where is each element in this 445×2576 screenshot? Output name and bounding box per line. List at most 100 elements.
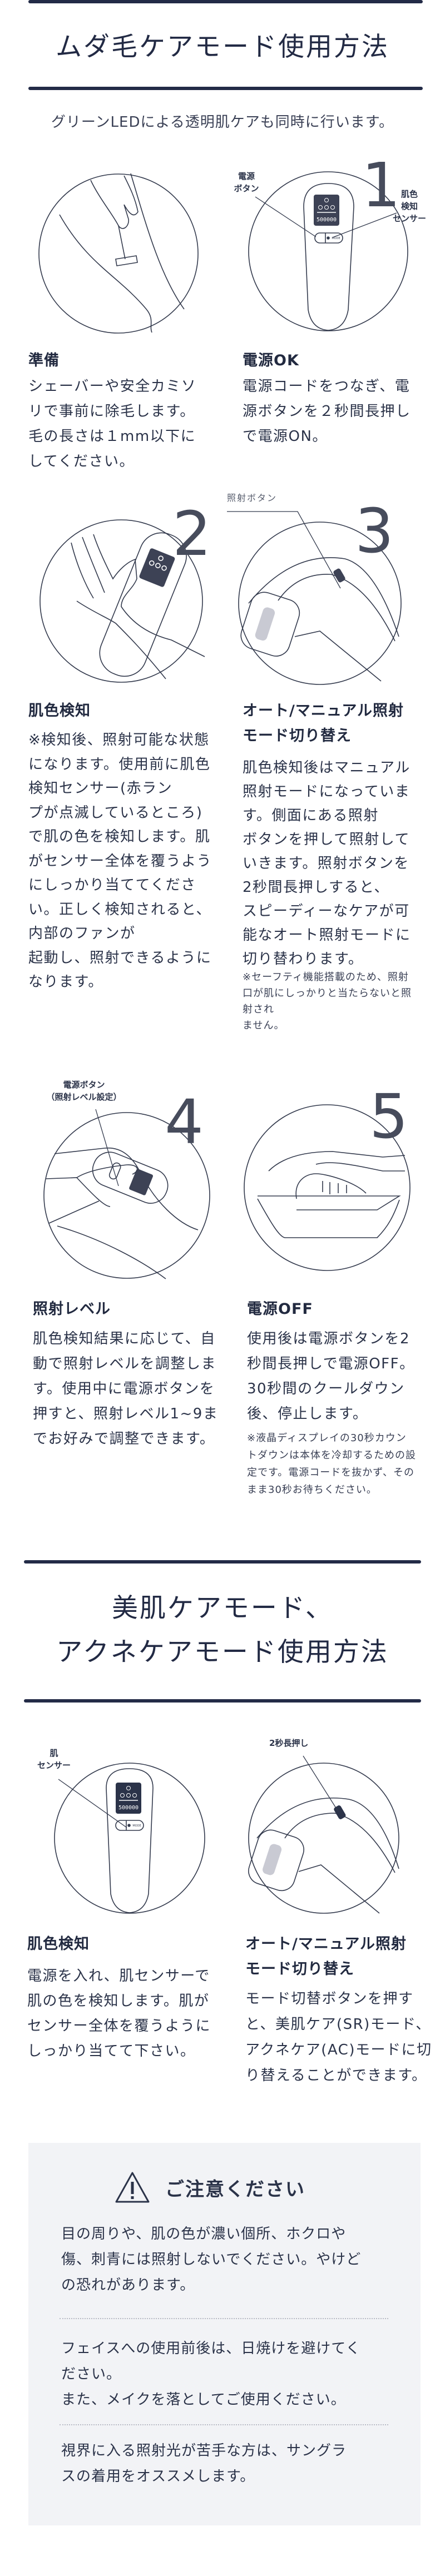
text-line: がセンサー全体を覆うよう — [28, 852, 212, 870]
illustration-circle — [43, 1112, 210, 1279]
illustration-circle — [248, 1763, 399, 1914]
text-line: 肌色検知結果に応じて、自 — [33, 1331, 216, 1347]
text-line: ません。 — [243, 1020, 285, 1031]
text-line: 検知 — [400, 201, 418, 211]
step-number: 2 — [172, 498, 211, 569]
side-button-illustration — [248, 1763, 399, 1914]
text-line: す。側面にある照射 — [243, 807, 379, 824]
step-body: 肌色検知後はマニュアル照射モードになっています。側面にある照射ボタンを押して照射… — [243, 756, 411, 971]
text-line: 電源ボタン — [63, 1080, 105, 1090]
text-line: 電源 — [238, 171, 255, 181]
skin-sensor-label: 肌色検知センサー — [387, 188, 432, 225]
text-line: 肌色検知 — [28, 702, 91, 719]
section-divider — [24, 1699, 421, 1703]
text-line: 照射モードになっていま — [243, 783, 411, 800]
power-button-label: 電源ボタン — [233, 170, 260, 195]
text-line: 2秒間長押しすると、 — [243, 879, 389, 896]
caution-item: 視界に入る照射光が苦手な方は、サングラスの着用をオススメします。 — [61, 2438, 347, 2489]
text-line: と、美肌ケア(SR)モード、 — [245, 2016, 431, 2033]
mode-button-label: MODE — [332, 237, 340, 240]
step-heading: オート/マニュアル照射モード切り替え — [245, 1932, 407, 1982]
text-line: 電源OK — [243, 352, 299, 369]
text-line: でお好みで調整できます。 — [33, 1431, 215, 1447]
power-button-level-label: 電源ボタン（照射レベル設定） — [37, 1079, 131, 1103]
text-line: 肌 — [50, 1748, 58, 1758]
divider — [60, 2318, 388, 2319]
text-line: ※セーフティ機能搭載のため、照射 — [243, 971, 409, 983]
step-note: ※セーフティ機能搭載のため、照射口が肌にしっかりと当たらないと照射されません。 — [243, 969, 412, 1034]
step-heading: 電源OK — [243, 348, 299, 373]
text-line: 使用後は電源ボタンを2 — [247, 1331, 411, 1347]
device-front-illustration: 500000 MODE — [54, 1763, 205, 1914]
text-line: 肌色 — [400, 189, 418, 199]
text-line: トダウンは本体を冷却するための設 — [247, 1450, 416, 1461]
text-line: なります。 — [28, 974, 103, 990]
text-line: センサー全体を覆うように — [27, 2018, 211, 2034]
text-line: オート/マニュアル照射 — [243, 702, 404, 719]
caution-item: フェイスへの使用前後は、日焼けを避けてください。また、メイクを落としてご使用くだ… — [61, 2336, 360, 2413]
text-line: で肌の色を検知します。肌 — [28, 828, 211, 845]
text-line: スの着用をオススメします。 — [61, 2468, 255, 2485]
text-line: い。正しく検知されると、 — [28, 901, 211, 918]
caution-item: 目の周りや、肌の色が濃い個所、ホクロや傷、刺青には照射しないでください。やけどの… — [61, 2221, 361, 2298]
text-line: 電源OFF — [247, 1301, 313, 1318]
text-line: ※検知後、照射可能な状態 — [28, 732, 210, 748]
text-line: いきます。照射ボタンを — [243, 855, 409, 872]
step-heading: 電源OFF — [247, 1297, 313, 1322]
illustration-circle — [39, 519, 203, 683]
text-line: 照射レベル — [33, 1301, 111, 1318]
step-heading: 肌色検知 — [28, 698, 91, 723]
text-line: の恐れがあります。 — [61, 2277, 195, 2294]
text-line: まま30秒お待ちください。 — [247, 1484, 377, 1496]
illustration-circle — [248, 171, 408, 331]
text-line: スピーディーなケアが可 — [243, 903, 410, 920]
step-body: 電源を入れ、肌センサーで肌の色を検知します。肌がセンサー全体を覆うようにしっかり… — [27, 1964, 211, 2064]
text-line: また、メイクを落としてご使用ください。 — [61, 2391, 346, 2408]
section-divider — [28, 0, 423, 3]
text-line: 切り替わります。 — [243, 951, 364, 967]
caution-title: ご注意ください — [165, 2178, 305, 2201]
text-line: 目の周りや、肌の色が濃い個所、ホクロや — [61, 2226, 347, 2242]
text-line: モード切替ボタンを押す — [245, 1991, 414, 2007]
text-line: 起動し、照射できるように — [28, 949, 212, 966]
warning-triangle-icon — [115, 2172, 150, 2203]
text-line: センサー — [392, 214, 426, 224]
step-number: 3 — [355, 495, 394, 567]
display-readout: 500000 — [317, 217, 337, 223]
text-line: 動で照射レベルを調整しま — [33, 1356, 217, 1372]
text-line: 能なオート照射モードに — [243, 927, 411, 944]
step-number: 5 — [369, 1081, 408, 1152]
text-line: モード切り替え — [245, 1960, 354, 1978]
flash-button-label: 照射ボタン — [227, 493, 278, 503]
caution-box — [28, 2143, 421, 2525]
text-line: 肌色検知後はマニュアル — [243, 760, 411, 776]
divider — [60, 2424, 388, 2425]
text-line: リで事前に除毛します。 — [28, 403, 195, 420]
text-line: フェイスへの使用前後は、日焼けを避けてく — [61, 2340, 361, 2357]
text-line: 源ボタンを２秒間長押し — [243, 403, 411, 420]
text-line: 射され — [243, 1004, 274, 1015]
section2-title-line: アクネケアモード使用方法 — [56, 1637, 389, 1667]
text-line: してください。 — [28, 453, 135, 470]
text-line: 押すと、照射レベル1~9ま — [33, 1406, 219, 1422]
text-line: ボタンを押して照射して — [243, 831, 410, 848]
step-heading: 肌色検知 — [27, 1932, 90, 1957]
text-line: 口が肌にしっかりと当たらないと照 — [243, 987, 412, 999]
section2-title-line: 美肌ケアモード、 — [111, 1593, 334, 1624]
text-line: す。使用中に電源ボタンを — [33, 1381, 215, 1397]
section-divider — [28, 87, 423, 90]
step-body: ※検知後、照射可能な状態になります。使用前に肌色検知センサー(赤ランプが点滅して… — [28, 728, 212, 995]
text-line: 視界に入る照射光が苦手な方は、サングラ — [61, 2443, 347, 2459]
section-divider — [24, 1560, 421, 1564]
text-line: 肌の色を検知します。肌が — [27, 1993, 210, 2009]
mode-button-label: MODE — [132, 1824, 141, 1828]
text-line: 電源を入れ、肌センサーで — [27, 1968, 210, 1984]
step-heading: オート/マニュアル照射モード切り替え — [243, 698, 404, 748]
text-line: 後、停止します。 — [247, 1406, 368, 1422]
side-button-illustration — [238, 522, 402, 685]
section1-subtitle: グリーンLEDによる透明肌ケアも同時に行います。 — [51, 114, 394, 131]
step-heading: 照射レベル — [33, 1297, 111, 1322]
text-line: シェーバーや安全カミソ — [28, 378, 197, 395]
text-line: オート/マニュアル照射 — [245, 1935, 407, 1953]
text-line: 30秒間のクールダウン — [247, 1381, 405, 1397]
